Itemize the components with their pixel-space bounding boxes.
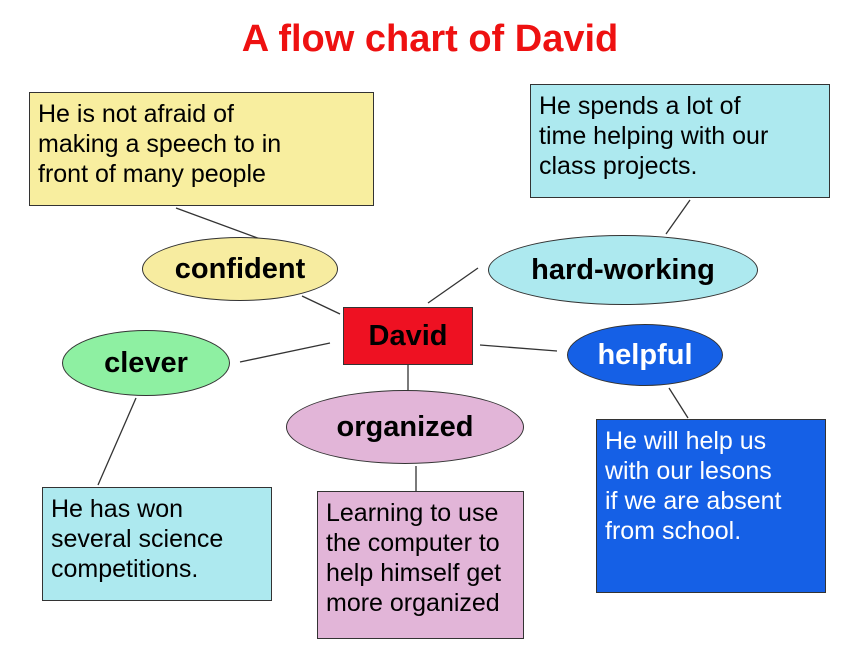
note-line: help himself get (326, 559, 502, 587)
note-line: the computer to (326, 529, 500, 557)
note-line: He is not afraid of (38, 100, 234, 128)
trait-node-hard-working: hard-working (488, 235, 758, 305)
trait-label-clever: clever (104, 346, 188, 379)
note-line: He spends a lot of (539, 92, 741, 120)
connector-david-confident (301, 295, 341, 315)
connector-david-clever (239, 342, 331, 363)
note-line: He has won (51, 495, 184, 523)
connector-david-hardworking (427, 267, 479, 304)
note-line: several science (51, 525, 224, 553)
trait-node-confident: confident (142, 237, 338, 301)
trait-node-clever: clever (62, 330, 230, 396)
note-line: class projects. (539, 152, 698, 180)
note-line: competitions. (51, 555, 199, 583)
note-box-hard-working: He spends a lot of time helping with our… (530, 84, 830, 198)
connector-david-helpful (479, 344, 558, 352)
trait-label-helpful: helpful (597, 338, 693, 371)
center-node-label: David (368, 319, 448, 352)
note-line: if we are absent (605, 487, 782, 515)
connector-confident-note (175, 207, 264, 241)
connector-clever-note (97, 397, 137, 486)
trait-label-hard-working: hard-working (531, 253, 715, 286)
connector-helpful-note (668, 387, 689, 419)
page-title: A flow chart of David (241, 18, 619, 60)
note-box-clever: He has won several science competitions. (42, 487, 272, 601)
note-line: more organized (326, 589, 500, 617)
connector-hardworking-note (665, 199, 691, 235)
note-box-organized: Learning to use the computer to help him… (317, 491, 524, 639)
note-line: time helping with our (539, 122, 769, 150)
note-line: with our lesons (605, 457, 772, 485)
center-node-david: David (343, 307, 473, 365)
trait-label-confident: confident (174, 252, 306, 285)
note-box-helpful: He will help us with our lesons if we ar… (596, 419, 826, 593)
note-line: He will help us (605, 427, 767, 455)
note-line: making a speech to in (38, 130, 282, 158)
trait-node-helpful: helpful (567, 324, 723, 386)
trait-node-organized: organized (286, 390, 524, 464)
note-box-confident: He is not afraid of making a speech to i… (29, 92, 374, 206)
trait-label-organized: organized (336, 410, 474, 443)
note-line: Learning to use (326, 499, 499, 527)
note-line: front of many people (38, 160, 266, 188)
note-line: from school. (605, 517, 742, 545)
